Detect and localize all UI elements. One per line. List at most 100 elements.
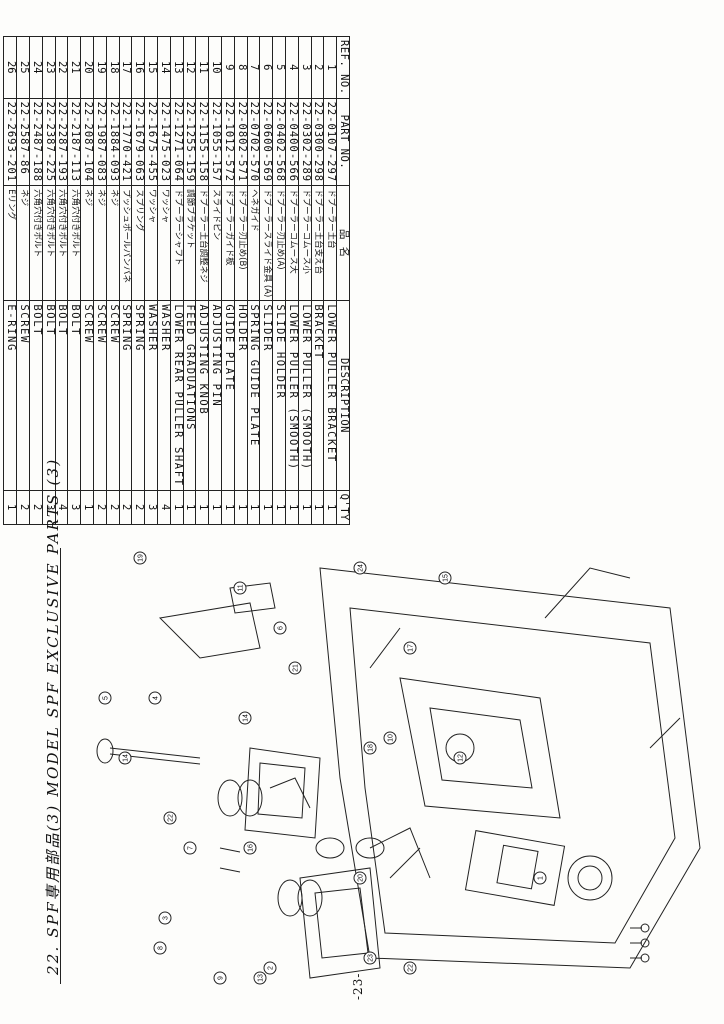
jp-name-cell: スプリング	[131, 185, 145, 301]
header-description: DESCRIPTION	[336, 300, 350, 491]
part-number-cell: 22-1675-455	[144, 98, 158, 186]
jp-name-cell: ドプーラーコムース大	[285, 185, 299, 301]
description-cell: ADJUSTING PIN	[208, 300, 222, 491]
part-number-cell: 22-1884-093	[106, 98, 120, 186]
description-cell: SPRING	[119, 300, 132, 491]
description-cell: GUIDE PLATE	[221, 300, 235, 491]
callout-21: 21	[288, 661, 302, 675]
jp-name-cell: ネジ	[93, 185, 107, 301]
description-cell: LOWER REAR PULLER SHAFT	[170, 300, 184, 491]
svg-text:14: 14	[123, 754, 130, 762]
svg-text:21: 21	[293, 664, 300, 672]
qty-cell: 2	[16, 490, 30, 525]
ref-cell: 11	[195, 36, 209, 99]
part-number-cell: 22-0302-289	[298, 98, 312, 186]
svg-text:15: 15	[443, 574, 450, 582]
part-number-cell: 22-1012-572	[221, 98, 235, 186]
jp-name-cell: ドプーラースライド金具 (A)	[259, 185, 273, 301]
qty-cell: 1	[195, 490, 209, 525]
qty-cell: 2	[131, 490, 145, 525]
description-cell: SPRING GUIDE PLATE	[247, 300, 260, 491]
callout-15: 15	[438, 571, 452, 585]
jp-name-cell: 調節ブラケット	[183, 185, 196, 301]
part-number-cell: 22-0402-568	[272, 98, 286, 186]
part-number-cell: 22-2087-104	[80, 98, 94, 186]
qty-cell: 2	[119, 490, 132, 525]
ref-cell: 19	[93, 36, 107, 99]
part-number-cell: 22-2693-201	[3, 98, 17, 186]
heading-rule	[60, 548, 61, 984]
header-qty: Q'TY	[336, 490, 350, 525]
jp-name-cell: ネジ	[80, 185, 94, 301]
part-number-cell: 22-0802-571	[234, 98, 248, 186]
ref-cell: 8	[234, 36, 248, 99]
qty-cell: 1	[285, 490, 299, 525]
svg-text:24: 24	[358, 564, 365, 572]
callout-22: 22	[403, 961, 417, 975]
ref-cell: 18	[106, 36, 120, 99]
callout-9: 9	[213, 971, 227, 985]
part-number-cell: 22-2487-188	[29, 98, 43, 186]
callout-23: 23	[363, 951, 377, 965]
part-number-cell: 22-2187-113	[67, 98, 81, 186]
ref-cell: 9	[221, 36, 235, 99]
svg-text:17: 17	[408, 644, 415, 652]
qty-cell: 1	[272, 490, 286, 525]
description-cell: SCREW	[106, 300, 120, 491]
description-cell: LOWER PULLER BRACKET	[323, 300, 337, 491]
part-number-cell: 22-1255-159	[183, 98, 196, 186]
qty-cell: 2	[106, 490, 120, 525]
qty-cell: 2	[29, 490, 43, 525]
qty-cell: 1	[311, 490, 324, 525]
qty-cell: 1	[234, 490, 248, 525]
part-number-cell: 22-1155-158	[195, 98, 209, 186]
part-number-cell: 22-1055-157	[208, 98, 222, 186]
svg-text:1: 1	[538, 876, 545, 880]
ref-cell: 15	[144, 36, 158, 99]
description-cell: SCREW	[16, 300, 30, 491]
svg-text:11: 11	[238, 584, 245, 591]
description-cell: E-RING	[3, 300, 17, 491]
qty-cell: 1	[221, 490, 235, 525]
callout-7: 7	[183, 841, 197, 855]
qty-cell: 1	[247, 490, 260, 525]
part-number-cell: 22-0600-569	[259, 98, 273, 186]
jp-name-cell: ドプーラーシャフト	[170, 185, 184, 301]
callout-22: 22	[163, 811, 177, 825]
part-number-cell: 22-1770-421	[119, 98, 132, 186]
callout-13: 13	[253, 971, 267, 985]
callout-4: 4	[148, 691, 162, 705]
ref-cell: 10	[208, 36, 222, 99]
ref-cell: 20	[80, 36, 94, 99]
svg-text:8: 8	[158, 946, 165, 950]
header-ref: REF. NO.	[336, 36, 350, 99]
qty-cell: 3	[144, 490, 158, 525]
svg-text:6: 6	[278, 626, 285, 630]
svg-text:10: 10	[388, 734, 395, 742]
description-cell: SCREW	[80, 300, 94, 491]
ref-cell: 1	[323, 36, 337, 99]
jp-name-cell: ワッシャ	[144, 185, 158, 301]
callout-12: 12	[453, 751, 467, 765]
qty-cell: 1	[170, 490, 184, 525]
header-part-no: PART NO.	[336, 98, 350, 186]
description-cell: SCREW	[93, 300, 107, 491]
ref-cell: 22	[55, 36, 68, 99]
part-number-cell: 22-1271-064	[170, 98, 184, 186]
jp-name-cell: ネジ	[16, 185, 30, 301]
